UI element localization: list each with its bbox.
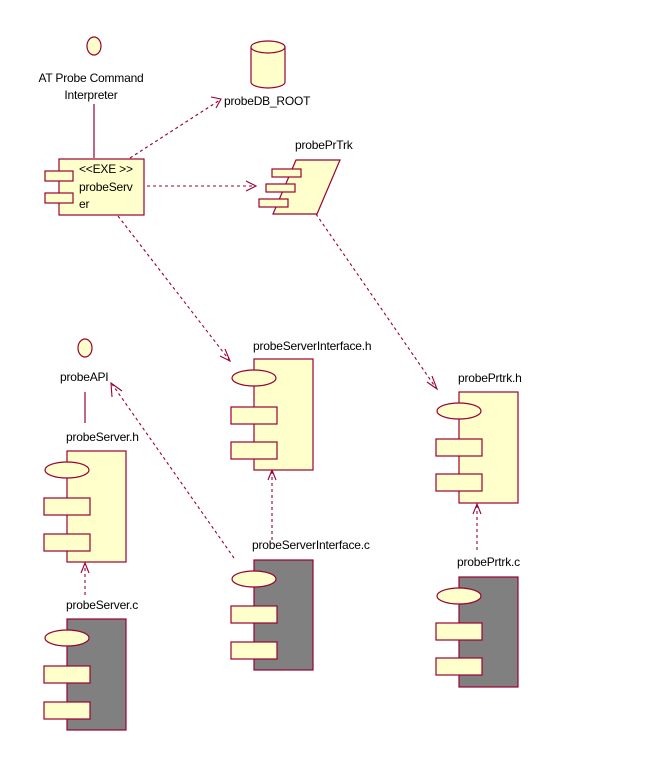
dependency-interface-c-to-interface-h <box>267 468 277 540</box>
database-cylinder-top <box>250 40 286 54</box>
component-spec-ellipse-icon <box>231 369 277 387</box>
interface-label-line1: AT Probe Command <box>38 71 143 85</box>
interface-lollipop-icon <box>77 338 93 358</box>
component-probe-server-interface-c[interactable]: probeServerInterface.c <box>230 538 370 671</box>
component-label: probePrtrk.c <box>457 555 520 569</box>
component-probe-server-interface-h[interactable]: probeServerInterface.h <box>230 339 372 471</box>
database-probe-db-root[interactable]: probeDB_ROOT <box>224 40 311 108</box>
component-body <box>58 158 145 216</box>
interface-label: probeAPI <box>60 370 108 384</box>
component-port-icon <box>43 665 91 684</box>
component-probe-server-c[interactable]: probeServer.c <box>43 598 139 731</box>
component-port-icon <box>44 170 74 182</box>
component-label-line1: probeServ <box>79 180 133 194</box>
component-port-icon <box>43 701 91 720</box>
component-port-icon <box>230 641 278 660</box>
component-stereotype: <<EXE >> <box>79 162 133 176</box>
component-label: probeServerInterface.h <box>253 339 371 353</box>
component-spec-ellipse-icon <box>436 402 482 420</box>
interface-label-line2: Interpreter <box>64 88 117 102</box>
dependency-prtrk-to-prtrk-h <box>315 213 439 391</box>
package-parallelogram-icon <box>272 159 341 215</box>
dependency-server-to-interface-h <box>117 215 232 363</box>
interface-lollipop-icon <box>86 36 102 56</box>
component-label: probeServer.h <box>66 430 139 444</box>
component-port-icon <box>44 192 74 204</box>
interface-probe-api[interactable]: probeAPI <box>60 338 109 384</box>
package-port-icon <box>265 183 296 193</box>
component-port-icon <box>435 657 483 676</box>
package-port-icon <box>258 198 289 208</box>
component-spec-ellipse-icon <box>44 629 90 647</box>
component-label-line2: er <box>79 197 89 211</box>
dependency-server-c-to-server-h <box>80 561 90 595</box>
dependency-prtrk-c-to-prtrk-h <box>472 502 482 550</box>
database-label: probeDB_ROOT <box>224 94 311 108</box>
dependency-interface-c-to-api <box>110 381 235 559</box>
package-label: probePrTrk <box>295 138 354 152</box>
component-label: probeServer.c <box>66 598 138 612</box>
dependency-server-to-prtrk <box>147 180 258 192</box>
interface-at-probe-command-interpreter[interactable]: AT Probe Command Interpreter <box>38 36 144 102</box>
package-port-icon <box>271 168 302 178</box>
component-spec-ellipse-icon <box>436 587 482 605</box>
dependency-server-to-db <box>129 96 222 159</box>
database-cylinder-icon <box>250 46 286 89</box>
component-port-icon <box>435 473 483 492</box>
component-probe-prtrk-c[interactable]: probePrtrk.c <box>435 555 520 688</box>
component-port-icon <box>43 533 91 552</box>
component-spec-ellipse-icon <box>44 461 90 479</box>
component-port-icon <box>435 438 483 457</box>
component-label: probePrtrk.h <box>458 371 522 385</box>
component-probe-server-exe[interactable]: <<EXE >> probeServ er <box>44 158 145 216</box>
component-port-icon <box>230 605 278 624</box>
component-probe-server-h[interactable]: probeServer.h <box>43 430 139 563</box>
component-port-icon <box>230 406 278 425</box>
component-spec-ellipse-icon <box>231 570 277 588</box>
component-probe-prtrk-h[interactable]: probePrtrk.h <box>435 371 522 504</box>
component-port-icon <box>435 622 483 641</box>
component-label: probeServerInterface.c <box>252 538 370 552</box>
package-probe-pr-trk[interactable]: probePrTrk <box>258 138 354 215</box>
component-port-icon <box>43 497 91 516</box>
component-port-icon <box>230 441 278 460</box>
